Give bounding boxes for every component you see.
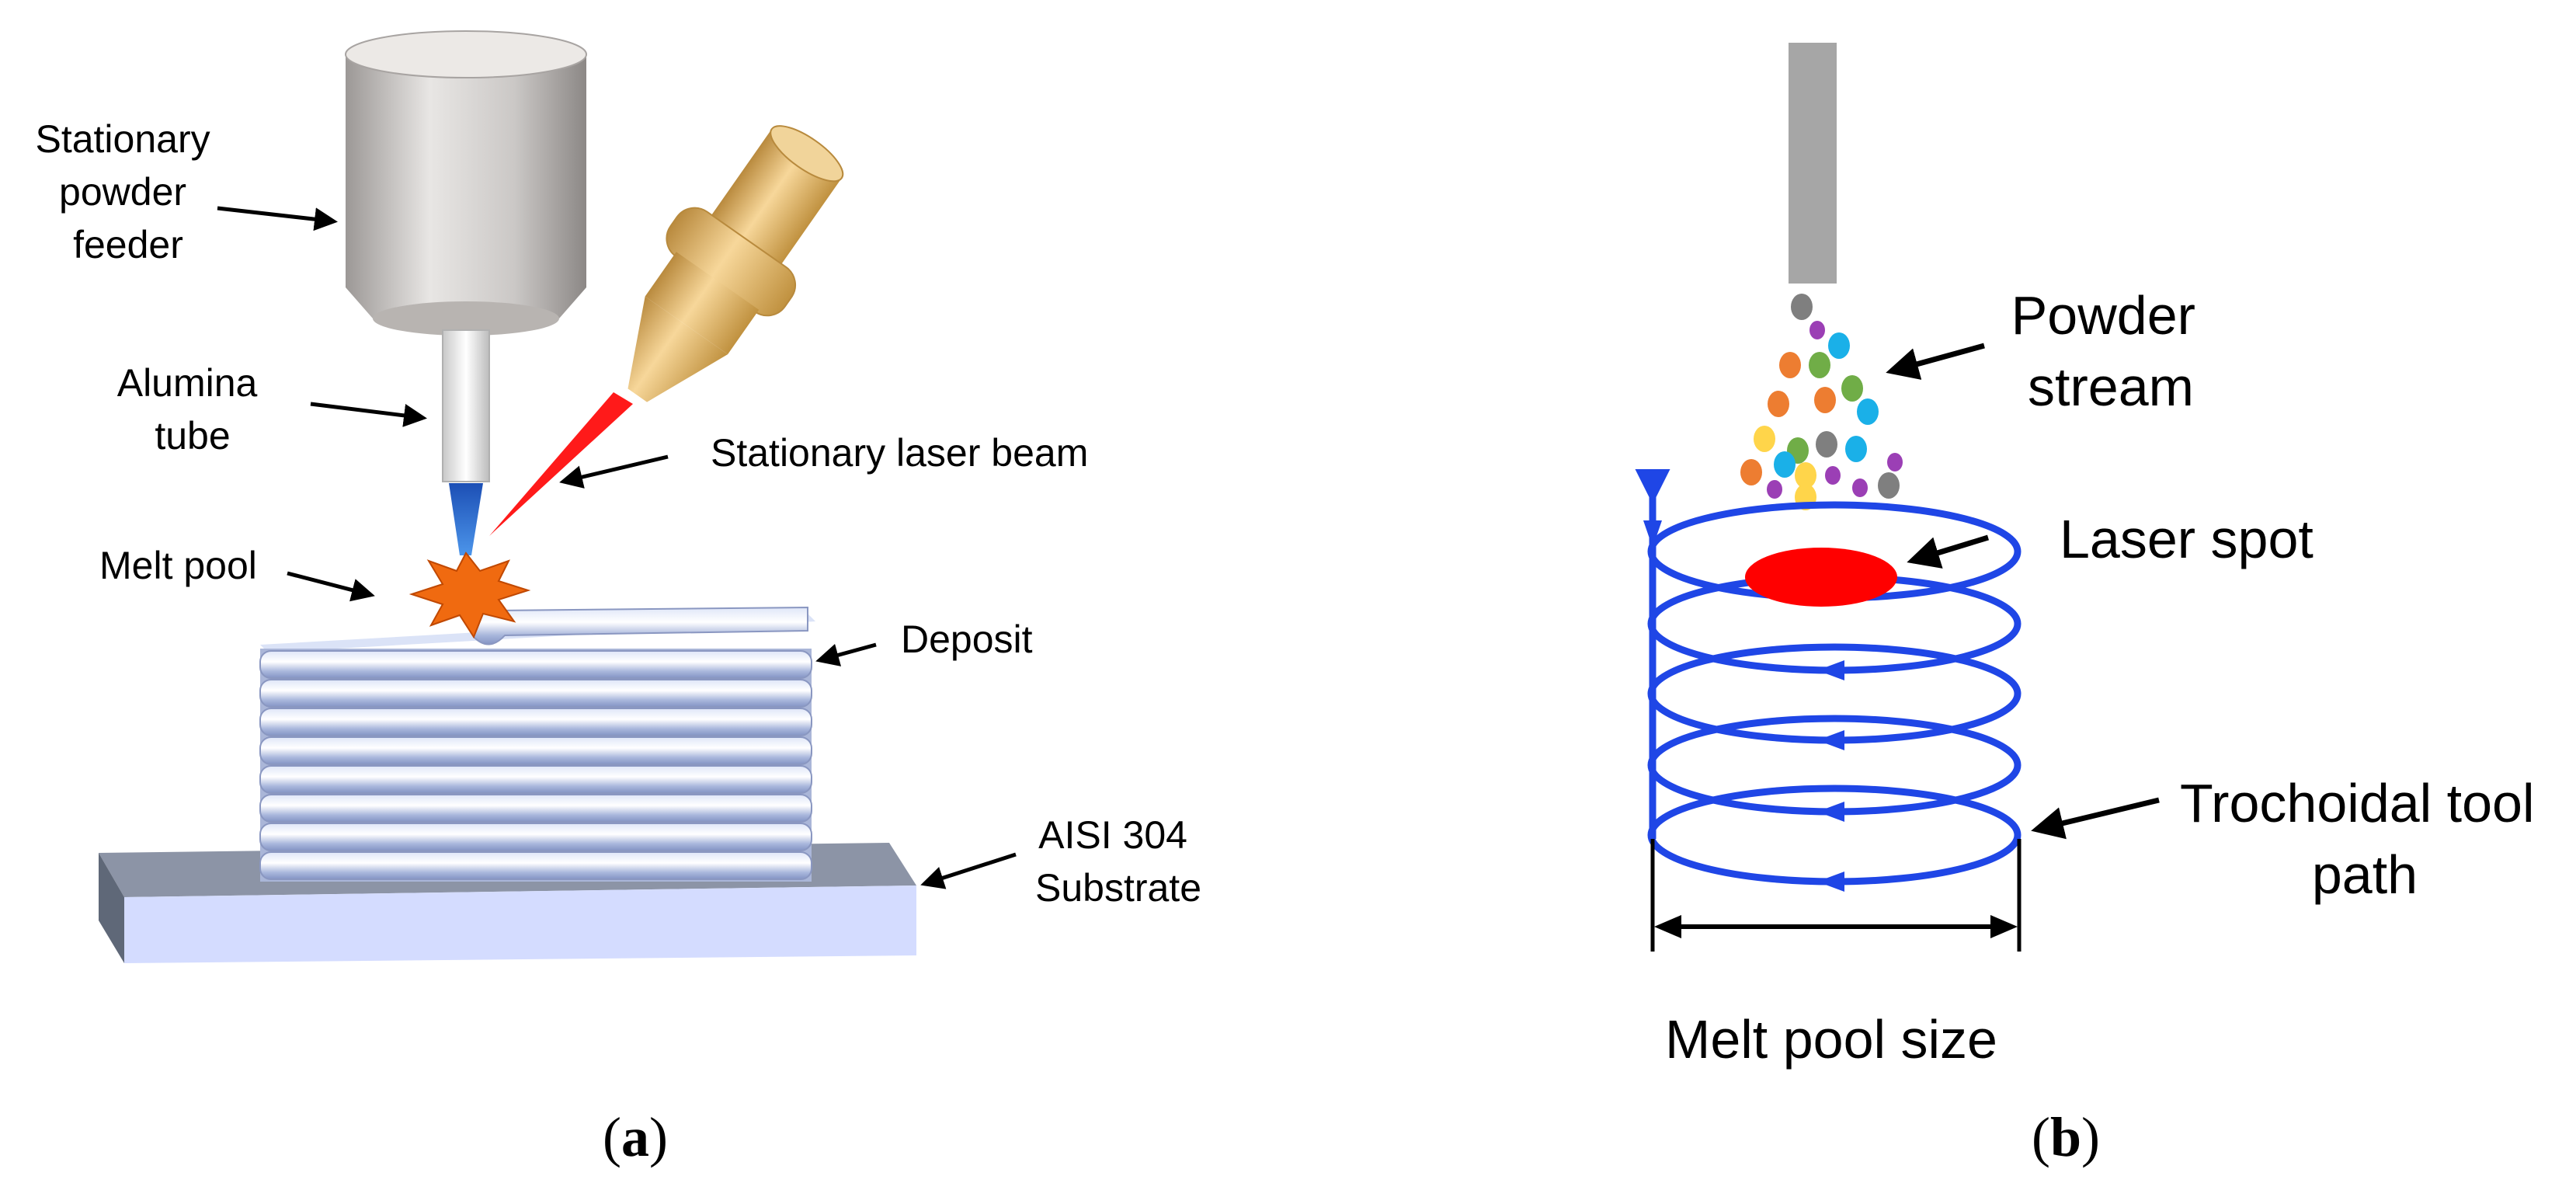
tool-path-entry-arrow bbox=[1643, 520, 1662, 548]
panel-a: Stationary powder feeder Alumina tube St… bbox=[35, 30, 1201, 1168]
powder-particle bbox=[1767, 480, 1782, 499]
powder-particle bbox=[1768, 391, 1789, 417]
caption-b: (b) bbox=[2032, 1106, 2100, 1168]
laser-beam bbox=[489, 392, 633, 536]
alumina-tube bbox=[442, 329, 490, 482]
powder-jet bbox=[449, 483, 483, 555]
substrate-left-face bbox=[99, 853, 124, 963]
caption-a: (a) bbox=[603, 1106, 668, 1168]
label-melt-pool-size: Melt pool size bbox=[1665, 1009, 1997, 1070]
powder-particle bbox=[1845, 436, 1867, 462]
powder-particle bbox=[1828, 332, 1850, 359]
powder-particle bbox=[1791, 294, 1813, 320]
deposit-top-bead bbox=[471, 606, 808, 645]
deposit-layer bbox=[259, 823, 812, 851]
powder-particle bbox=[1795, 462, 1816, 489]
powder-stream bbox=[1740, 294, 1903, 510]
deposit-layer bbox=[259, 765, 812, 794]
label-deposit: Deposit bbox=[901, 618, 1033, 661]
feeder-body bbox=[346, 54, 586, 287]
tool-path-direction-arrow bbox=[1817, 872, 1844, 892]
powder-particle bbox=[1809, 352, 1830, 378]
arrow-powder-stream bbox=[1886, 343, 1985, 380]
laser-spot bbox=[1745, 548, 1897, 607]
label-powder-feeder: Stationary powder feeder bbox=[35, 117, 221, 266]
melt-pool-size-dimension bbox=[1650, 839, 2022, 952]
tool-path-loop bbox=[1647, 643, 2022, 744]
tool-path-loop bbox=[1647, 715, 2022, 816]
powder-particle bbox=[1857, 398, 1879, 425]
label-melt-pool: Melt pool bbox=[99, 544, 257, 587]
laser-head-lower bbox=[645, 252, 760, 355]
powder-particle bbox=[1887, 453, 1903, 471]
arrow-tool-path bbox=[2031, 797, 2160, 840]
label-laser-beam: Stationary laser beam bbox=[711, 431, 1088, 475]
feeder-bottom-ring bbox=[373, 301, 559, 336]
dimension-arrow-left bbox=[1654, 915, 1681, 938]
deposit-layer bbox=[259, 794, 812, 823]
powder-particle bbox=[1740, 459, 1762, 485]
deposit-layer bbox=[259, 736, 812, 765]
label-alumina-tube: Alumina tube bbox=[117, 361, 269, 458]
deposit bbox=[259, 606, 815, 882]
arrow-powder-feeder bbox=[217, 206, 338, 231]
arrow-deposit bbox=[815, 642, 877, 666]
arrow-alumina-tube bbox=[310, 402, 427, 427]
deposit-layer bbox=[259, 679, 812, 708]
powder-particle bbox=[1878, 472, 1900, 499]
feeder-cap bbox=[345, 30, 587, 78]
label-tool-path: Trochoidal tool path bbox=[2180, 773, 2550, 905]
label-powder-stream: Powder stream bbox=[2011, 285, 2211, 417]
arrow-melt-pool bbox=[287, 571, 375, 602]
laser-head-nozzle bbox=[627, 296, 728, 402]
powder-particle bbox=[1774, 451, 1796, 478]
powder-particle bbox=[1809, 321, 1825, 339]
deposit-layer bbox=[259, 650, 812, 679]
arrow-laser-spot bbox=[1907, 534, 1990, 569]
deposit-layer bbox=[259, 708, 812, 736]
arrow-laser-beam bbox=[559, 454, 669, 489]
powder-feeder bbox=[345, 30, 587, 336]
label-substrate: AISI 304 Substrate bbox=[1035, 813, 1201, 910]
substrate-front-face bbox=[124, 886, 916, 963]
powder-particle bbox=[1754, 426, 1775, 452]
powder-particle bbox=[1852, 478, 1868, 497]
powder-particle bbox=[1816, 431, 1837, 458]
laser-head bbox=[627, 125, 844, 402]
powder-particle bbox=[1825, 466, 1841, 485]
deposit-layer bbox=[259, 851, 812, 880]
powder-particle bbox=[1841, 375, 1863, 402]
label-laser-spot: Laser spot bbox=[2060, 509, 2314, 569]
tool-path-direction-arrow bbox=[1817, 660, 1844, 680]
laser-head-top bbox=[770, 125, 844, 183]
deposit-layers bbox=[259, 650, 812, 880]
panel-b: Powder stream Laser spot Trochoidal tool… bbox=[1635, 43, 2550, 1168]
tool-path-direction-arrow bbox=[1817, 730, 1844, 750]
melt-pool bbox=[408, 552, 531, 639]
powder-particle bbox=[1814, 387, 1836, 413]
tool-path-loop bbox=[1647, 785, 2022, 886]
tool-path-direction-arrow bbox=[1817, 802, 1844, 822]
dimension-arrow-right bbox=[1990, 915, 2018, 938]
nozzle-bar bbox=[1789, 43, 1837, 284]
powder-particle bbox=[1779, 352, 1801, 378]
arrow-substrate bbox=[920, 852, 1017, 889]
